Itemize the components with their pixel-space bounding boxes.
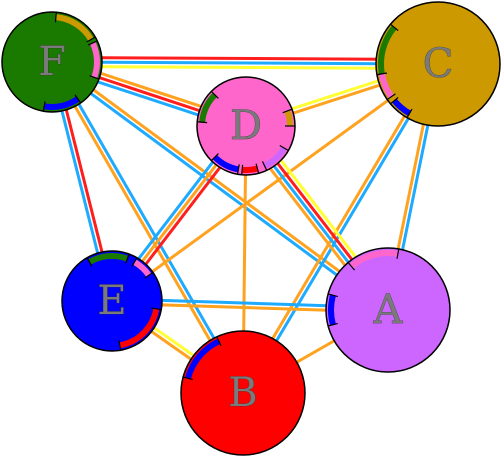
node-d-arc-a	[263, 146, 287, 169]
node-f-arcs	[42, 12, 100, 112]
node-c-arc-tick	[406, 108, 413, 118]
node-e[interactable]: E	[61, 250, 163, 352]
node-d-arc-b	[241, 165, 259, 173]
node-d-label: D	[230, 103, 262, 149]
edge-c-b-strand	[239, 62, 438, 393]
node-f-arc-e	[43, 96, 80, 110]
node-c[interactable]: C	[375, 1, 501, 127]
node-c-arc-tick	[386, 93, 396, 101]
node-c-arc-tick	[390, 23, 399, 32]
node-e-arc-tick	[86, 257, 93, 267]
node-d-arc-c	[284, 109, 293, 127]
edge-f-a-strand	[52, 58, 391, 310]
node-d-arcs	[197, 90, 295, 175]
node-b[interactable]: B	[180, 330, 306, 456]
node-a-arc-tick	[396, 248, 400, 259]
node-b-arc-tick	[182, 376, 193, 381]
node-f-arc-tick	[89, 75, 100, 80]
node-b-label: B	[228, 370, 257, 416]
node-e-arc-tick	[118, 340, 122, 351]
node-d-arc-f	[199, 92, 218, 123]
node-f-arc-tick	[54, 12, 57, 23]
node-a-arc-tick	[327, 322, 338, 327]
node-d-arc-tick	[210, 90, 219, 99]
node-d-arc-tick	[282, 108, 293, 114]
node-d-arc-tick	[236, 164, 240, 175]
node-a-arc-d	[349, 250, 399, 269]
node-a-arc-e	[328, 294, 336, 326]
edge-f-b-strand	[48, 62, 243, 395]
node-b-circle	[180, 330, 306, 456]
node-f-arc-tick	[42, 101, 46, 112]
node-d-arc-tick	[279, 144, 289, 152]
node-e-label: E	[97, 278, 126, 324]
node-f-arc-tick	[86, 36, 96, 43]
node-e-arc-tick	[131, 257, 138, 267]
node-d-arc-tick	[241, 164, 244, 175]
node-f[interactable]: F	[1, 11, 103, 113]
node-a-arc-tick	[347, 262, 356, 271]
edge-f-c-strand	[52, 56, 439, 62]
node-e-arc-tick	[151, 307, 162, 311]
node-c-arcs	[376, 23, 413, 118]
node-e-circle	[61, 250, 163, 352]
node-e-arcs	[86, 253, 162, 351]
node-d-arc-tick	[261, 161, 268, 171]
node-e-arc-f	[88, 253, 129, 265]
node-a-circle	[325, 247, 451, 373]
node-d-arc-tick	[210, 153, 219, 162]
node-e-arc-tick	[125, 253, 130, 264]
node-d-arc-tick	[197, 121, 208, 124]
node-a-arc-tick	[327, 293, 338, 298]
node-f-arc-d	[90, 41, 100, 79]
node-f-arc-tick	[87, 40, 98, 46]
node-f-arc-tick	[74, 94, 82, 104]
node-d-arc-e	[212, 154, 240, 173]
node-c-arc-tick	[390, 96, 399, 105]
edge-c-b-strand	[243, 64, 442, 395]
node-a-arcs	[327, 248, 400, 327]
node-f-arc-c	[55, 14, 94, 42]
node-e-arc-b	[119, 308, 160, 349]
node-c-circle	[375, 1, 501, 127]
node-c-arc-tick	[376, 72, 387, 76]
edge-f-a-strand	[49, 62, 388, 314]
node-b-arcs	[182, 336, 222, 381]
node-c-label: C	[423, 41, 454, 87]
edge-f-b-strand	[52, 60, 247, 393]
edge-c-e-strand	[111, 62, 439, 303]
node-f-circle	[1, 11, 103, 113]
node-d[interactable]: D	[196, 76, 296, 176]
edge-f-c-strand	[51, 60, 439, 66]
node-c-arc-f	[378, 25, 397, 75]
node-b-arc-e	[185, 338, 221, 380]
node-b-arc-tick	[216, 336, 222, 347]
node-e-arc-tick	[144, 271, 154, 279]
node-d-arc-tick	[255, 163, 260, 174]
edge-f-c-strand	[51, 64, 438, 70]
node-a[interactable]: A	[325, 247, 451, 373]
node-a-label: A	[373, 287, 404, 333]
node-f-label: F	[38, 39, 66, 85]
